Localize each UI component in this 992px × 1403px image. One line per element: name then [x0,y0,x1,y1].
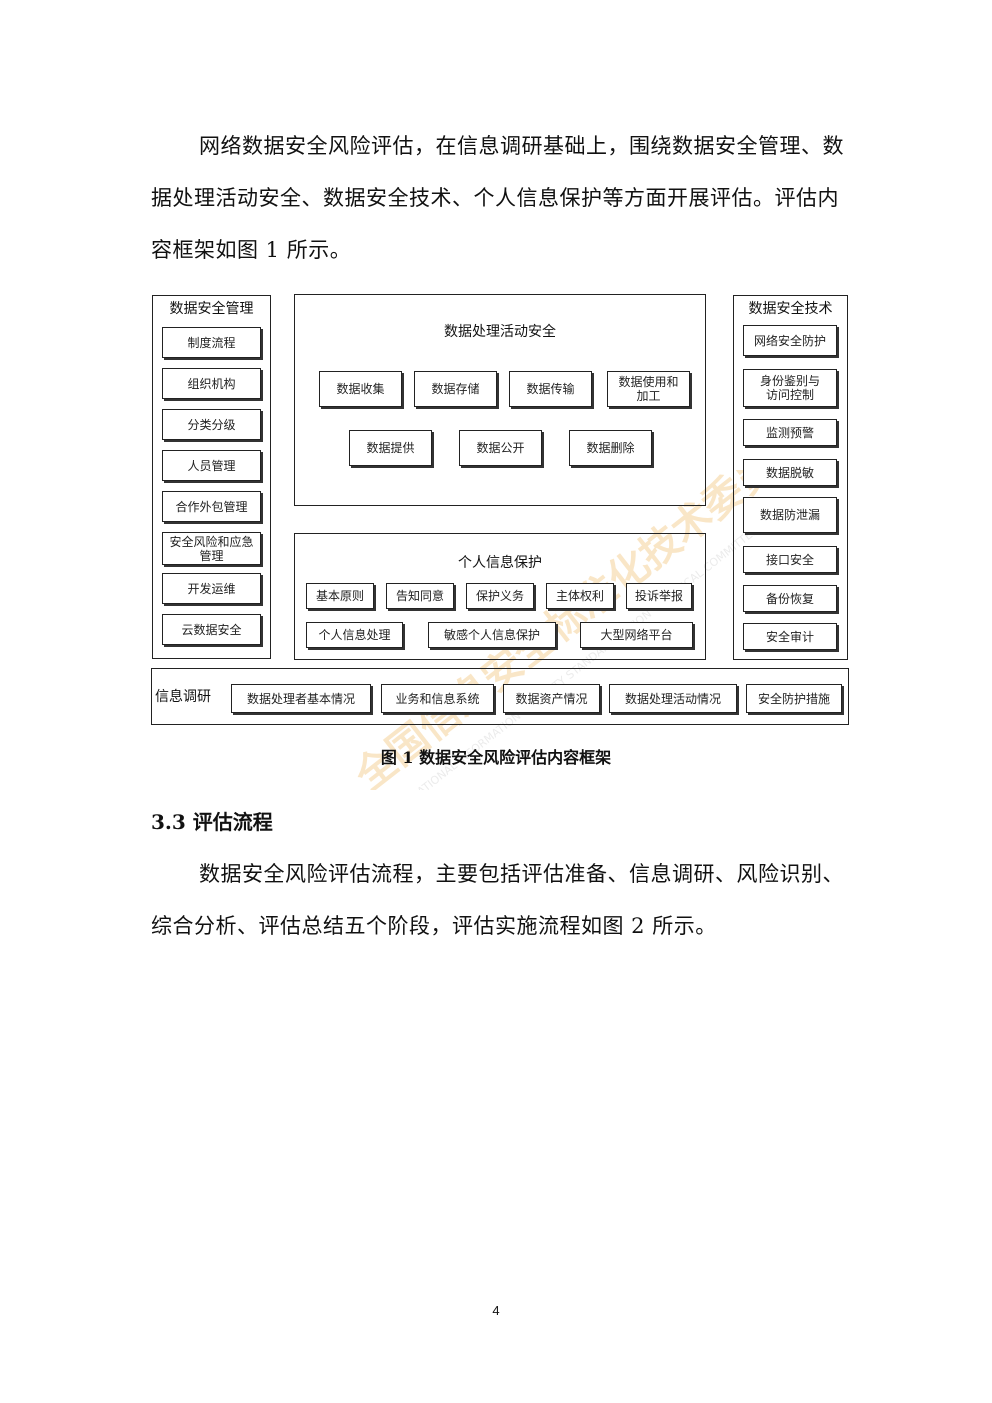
technology-item: 数据防泄漏 [743,497,837,533]
intro-paragraph: 网络数据安全风险评估，在信息调研基础上，围绕数据安全管理、数据处理活动安全、数据… [151,134,844,262]
technology-item: 网络安全防护 [743,325,837,356]
technology-box [733,295,848,660]
processing-title: 数据处理活动安全 [444,324,556,340]
personal-box [294,533,706,660]
personal-item: 投诉举报 [626,583,692,609]
research-item: 数据处理者基本情况 [231,684,371,713]
technology-item: 备份恢复 [743,585,837,612]
management-item: 制度流程 [162,327,261,358]
processing-item: 数据使用和加工 [607,371,690,407]
management-item: 人员管理 [162,450,261,481]
processing-item: 数据公开 [459,430,542,466]
processing-item: 数据存储 [414,371,497,407]
page-number: 4 [492,1303,500,1318]
management-box [152,295,271,659]
management-title: 数据安全管理 [169,301,254,317]
management-item: 合作外包管理 [162,491,261,522]
personal-title: 个人信息保护 [458,555,542,571]
research-title: 信息调研 [155,689,211,705]
technology-item: 监测预警 [743,419,837,446]
technology-item: 身份鉴别与访问控制 [743,369,837,407]
technology-item: 接口安全 [743,546,837,573]
personal-item: 敏感个人信息保护 [428,622,556,648]
technology-title: 数据安全技术 [748,301,833,317]
figure-caption: 图 1 数据安全风险评估内容框架 [380,748,612,767]
section-heading: 3.3 评估流程 [151,810,273,834]
processing-item: 数据删除 [569,430,652,466]
management-item: 安全风险和应急管理 [162,532,261,565]
management-item: 开发运维 [162,573,261,604]
personal-item: 个人信息处理 [306,622,403,648]
process-paragraph: 数据安全风险评估流程，主要包括评估准备、信息调研、风险识别、综合分析、评估总结五… [151,862,844,938]
personal-item: 大型网络平台 [580,622,693,648]
research-item: 业务和信息系统 [381,684,494,713]
management-item: 分类分级 [162,409,261,440]
technology-item: 安全审计 [743,623,837,650]
processing-box [294,294,706,506]
management-item: 云数据安全 [162,614,261,645]
research-item: 数据处理活动情况 [609,684,737,713]
processing-item: 数据传输 [509,371,592,407]
personal-item: 基本原则 [306,583,374,609]
research-item: 数据资产情况 [503,684,600,713]
processing-item: 数据提供 [349,430,432,466]
research-box [151,668,849,725]
personal-item: 告知同意 [386,583,454,609]
personal-item: 保护义务 [466,583,534,609]
processing-item: 数据收集 [319,371,402,407]
personal-item: 主体权利 [546,583,614,609]
research-item: 安全防护措施 [746,684,842,713]
management-item: 组织机构 [162,368,261,399]
technology-item: 数据脱敏 [743,459,837,486]
